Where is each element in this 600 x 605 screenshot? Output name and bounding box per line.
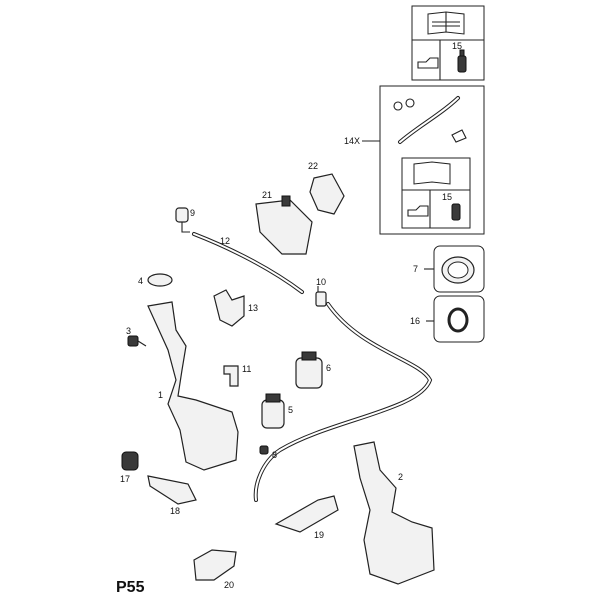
clip bbox=[451, 129, 467, 143]
label-1: 1 bbox=[158, 390, 163, 400]
label-10: 10 bbox=[316, 277, 326, 287]
wrench-icon bbox=[432, 21, 460, 27]
label-12: 12 bbox=[220, 236, 230, 246]
label-9: 9 bbox=[190, 208, 195, 218]
label-4: 4 bbox=[138, 276, 143, 286]
bracket-13 bbox=[213, 289, 245, 327]
seal-ring bbox=[393, 101, 403, 111]
label-17: 17 bbox=[120, 474, 130, 484]
label-7: 7 bbox=[413, 264, 418, 274]
elbow-11 bbox=[223, 365, 239, 387]
label-19: 19 bbox=[314, 530, 324, 540]
pump-6 bbox=[295, 357, 323, 389]
spray-bottle-icon bbox=[457, 49, 467, 73]
label-22: 22 bbox=[308, 161, 318, 171]
harness-19 bbox=[274, 495, 339, 533]
label-2: 2 bbox=[398, 472, 403, 482]
connector-10 bbox=[315, 291, 327, 307]
label-8: 8 bbox=[272, 450, 277, 460]
level-sensor-18 bbox=[147, 475, 197, 505]
label-16: 16 bbox=[410, 316, 420, 326]
label-21: 21 bbox=[262, 190, 272, 200]
clamp-box: 7 bbox=[413, 245, 485, 293]
seal-ring bbox=[405, 98, 415, 108]
oil-can-icon bbox=[407, 205, 429, 217]
washer-reservoir-1 bbox=[147, 301, 239, 471]
o-ring-box: 16 bbox=[410, 295, 485, 343]
service-kit-box-top: 15 bbox=[411, 5, 485, 81]
cap-17 bbox=[121, 451, 139, 471]
label-13: 13 bbox=[248, 303, 258, 313]
manual-book-icon bbox=[427, 11, 465, 35]
label-3: 3 bbox=[126, 326, 131, 336]
grommet-8 bbox=[259, 445, 269, 455]
pump-5 bbox=[261, 399, 285, 429]
module-21 bbox=[255, 199, 313, 255]
o-ring bbox=[447, 307, 469, 333]
label-20: 20 bbox=[224, 580, 234, 590]
manual-book-icon bbox=[413, 161, 451, 185]
label-18: 18 bbox=[170, 506, 180, 516]
label-11: 11 bbox=[242, 364, 251, 374]
oil-can-icon bbox=[417, 57, 439, 69]
connector-20 bbox=[193, 549, 237, 581]
cover-22 bbox=[309, 173, 345, 215]
page-code: P55 bbox=[116, 579, 145, 596]
spray-bottle-icon bbox=[451, 203, 461, 221]
nozzle-9 bbox=[175, 207, 189, 223]
cap-4 bbox=[147, 273, 173, 287]
hose-kit-box: 14X 15 bbox=[344, 85, 485, 235]
label-5: 5 bbox=[288, 405, 293, 415]
connector bbox=[281, 195, 291, 207]
label-15: 15 bbox=[452, 41, 462, 51]
washer-reservoir-2 bbox=[353, 441, 435, 585]
screw-3 bbox=[127, 335, 139, 347]
label-15: 15 bbox=[442, 192, 452, 202]
label-14x: 14X bbox=[344, 136, 360, 146]
label-6: 6 bbox=[326, 363, 331, 373]
